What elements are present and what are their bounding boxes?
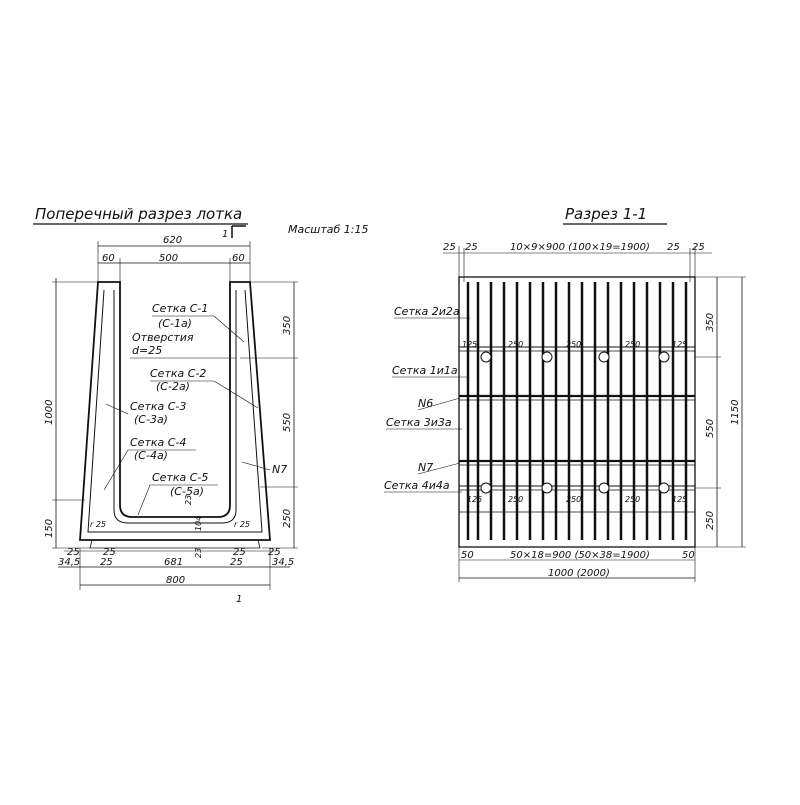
dim-left-height: 1000 [44,400,55,425]
radius-left: r 25 [90,520,106,529]
left-title: Поперечный разрез лотка [35,205,242,223]
dim-bottom-c2: 25 [230,557,243,568]
dim-right-250: 250 [282,509,293,528]
r-top-a: 25 [443,242,456,253]
radius-right: r 25 [234,520,250,529]
dim-bottom-a: 25 [67,547,80,558]
label-mesh-c2a: (С-2а) [156,380,190,393]
label-n7-left: N7 [272,463,287,476]
right-section: Разрез 1-1 25 25 10×9×900 (100×19=1900) … [384,205,746,582]
svg-text:250: 250 [625,340,640,349]
dim-bottom-b: 25 [103,547,116,558]
dim-bottom-b2: 25 [100,557,113,568]
r-right-350: 350 [705,313,716,332]
r-bottom-a: 50 [461,550,474,561]
r-top-b: 25 [465,242,478,253]
hole-dims-bottom: 125 250 250 250 125 [467,495,687,504]
label-mesh-c1a: (С-1а) [158,317,192,330]
r-top-d: 25 [692,242,705,253]
right-title: Разрез 1-1 [565,205,647,223]
small-104: 104 [194,516,203,531]
dim-bottom-c: 25 [233,547,246,558]
trough-outline [79,281,271,549]
dim-bottom-overall: 800 [166,575,185,586]
dim-right-350: 350 [282,316,293,335]
svg-text:250: 250 [625,495,640,504]
label-mesh-1-1a: Сетка 1и1а [392,364,458,377]
dim-bottom-d: 25 [268,547,281,558]
dim-top-overall: 620 [163,235,182,246]
dim-top-wall-left: 60 [102,253,115,264]
svg-text:250: 250 [508,340,523,349]
label-mesh-c5: Сетка С-5 [152,471,208,484]
svg-text:125: 125 [672,340,687,349]
scale-label: Масштаб 1:15 [288,223,368,236]
svg-text:125: 125 [467,495,482,504]
r-bottom-overall: 1000 (2000) [548,568,610,579]
svg-text:250: 250 [566,340,581,349]
label-mesh-c3: Сетка С-3 [130,400,186,413]
svg-text:250: 250 [566,495,581,504]
dim-top-inner: 500 [159,253,178,264]
holes-bottom-row [480,482,670,494]
label-mesh-4-4a: Сетка 4и4а [384,479,450,492]
r-right-overall: 1150 [730,400,741,425]
label-mesh-c5a: (С-5а) [170,485,204,498]
dim-bottom-f: 34,5 [272,557,294,568]
dim-top-wall-right: 60 [232,253,245,264]
r-right-550: 550 [705,419,716,438]
vertical-bars [466,282,688,540]
svg-text:250: 250 [508,495,523,504]
label-mesh-c4a: (С-4а) [134,449,168,462]
dim-bottom-e: 34,5 [58,557,80,568]
label-mesh-c3a: (С-3а) [134,413,168,426]
label-mesh-2-2a: Сетка 2и2а [394,305,460,318]
r-right-250: 250 [705,511,716,530]
label-mesh-3-3a: Сетка 3и3а [386,416,452,429]
label-mesh-c1: Сетка С-1 [152,302,208,315]
section-mark-top: 1 [222,229,228,240]
dim-bottom-inner: 681 [164,557,183,568]
label-holes-d: d=25 [132,344,162,357]
label-mesh-c2: Сетка С-2 [150,367,206,380]
r-top-c: 25 [667,242,680,253]
small-23-b: 23 [194,548,203,558]
r-bottom-b: 50 [682,550,695,561]
label-mesh-c4: Сетка С-4 [130,436,186,449]
dim-left-base: 150 [44,519,55,538]
dim-right-550: 550 [282,413,293,432]
svg-text:125: 125 [672,495,687,504]
horizontal-bars [459,346,695,513]
left-section: Поперечный разрез лотка 1 Масштаб 1:15 6… [33,205,368,605]
r-top-formula: 10×9×900 (100×19=1900) [510,242,650,253]
small-23-a: 23 [184,495,193,505]
section-mark-bottom: 1 [236,594,242,605]
holes-top-row [480,351,670,363]
r-bottom-formula: 50×18=900 (50×38=1900) [510,550,650,561]
panel-outline [458,276,696,548]
svg-text:125: 125 [462,340,477,349]
hole-dims-top: 125 250 250 250 125 [462,340,687,349]
label-holes: Отверстия [132,331,194,344]
